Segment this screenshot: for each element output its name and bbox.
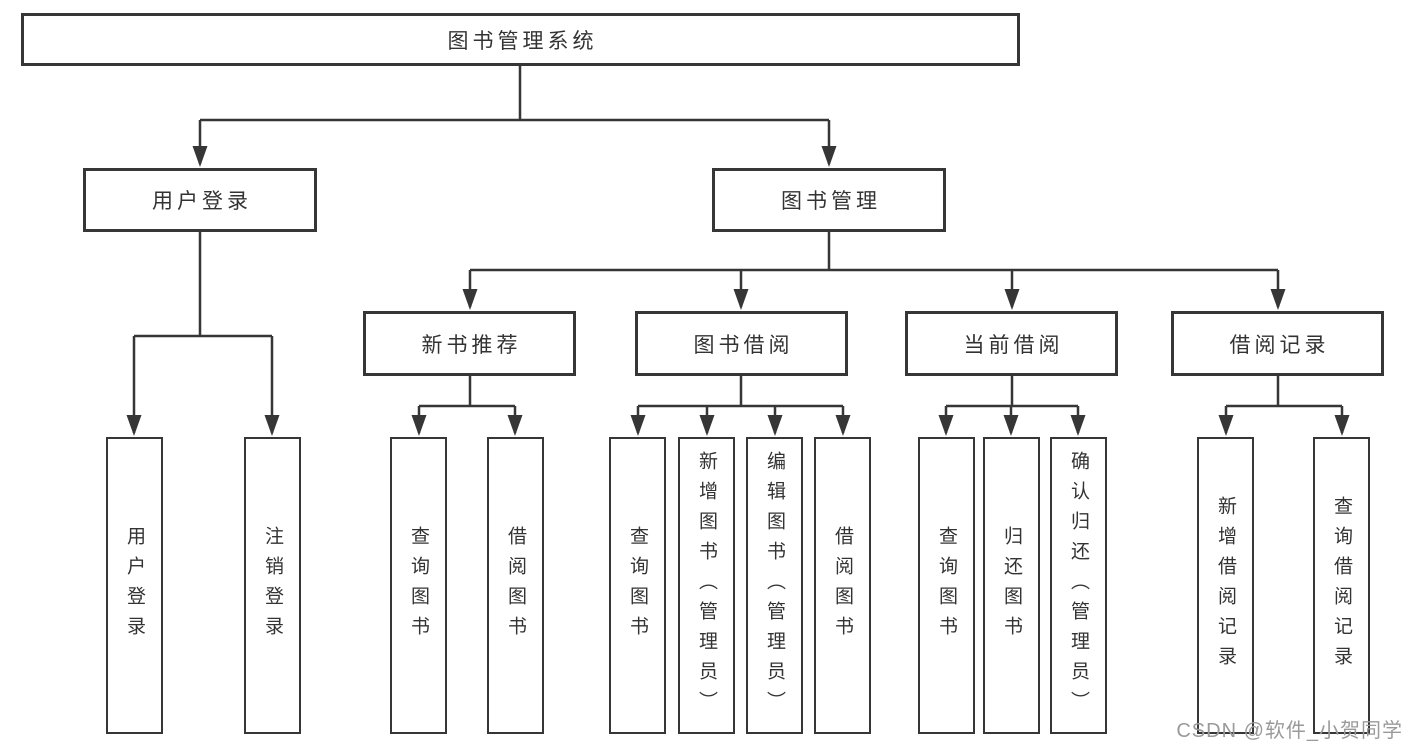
node-current-borrow: 当前借阅 — [905, 311, 1118, 376]
node-leaf-query-book-2: 查询图书 — [609, 437, 666, 734]
connector-paths — [132, 66, 1344, 433]
node-leaf-borrow-book-1: 借阅图书 — [487, 437, 544, 734]
node-new-book-recommend: 新书推荐 — [363, 311, 576, 376]
node-leaf-logout: 注销登录 — [244, 437, 301, 734]
node-user-login: 用户登录 — [83, 168, 317, 232]
node-book-borrow: 图书借阅 — [635, 311, 848, 376]
node-book-management: 图书管理 — [712, 168, 946, 232]
node-leaf-borrow-book-2: 借阅图书 — [814, 437, 871, 734]
node-leaf-edit-book-admin: 编辑图书（管理员） — [746, 437, 803, 734]
node-borrow-records: 借阅记录 — [1171, 311, 1384, 376]
arrowheads — [126, 146, 1350, 436]
node-leaf-confirm-return-admin: 确认归还（管理员） — [1050, 437, 1107, 734]
node-leaf-add-book-admin: 新增图书（管理员） — [678, 437, 735, 734]
node-leaf-query-book-3: 查询图书 — [918, 437, 975, 734]
node-leaf-add-borrow-record: 新增借阅记录 — [1197, 437, 1254, 734]
node-leaf-query-borrow-record: 查询借阅记录 — [1313, 437, 1370, 734]
node-leaf-query-book-1: 查询图书 — [390, 437, 447, 734]
watermark-text: CSDN @软件_小贺同学 — [1176, 720, 1403, 742]
node-root: 图书管理系统 — [21, 13, 1020, 66]
node-leaf-user-login: 用户登录 — [106, 437, 163, 734]
node-leaf-return-book: 归还图书 — [983, 437, 1040, 734]
